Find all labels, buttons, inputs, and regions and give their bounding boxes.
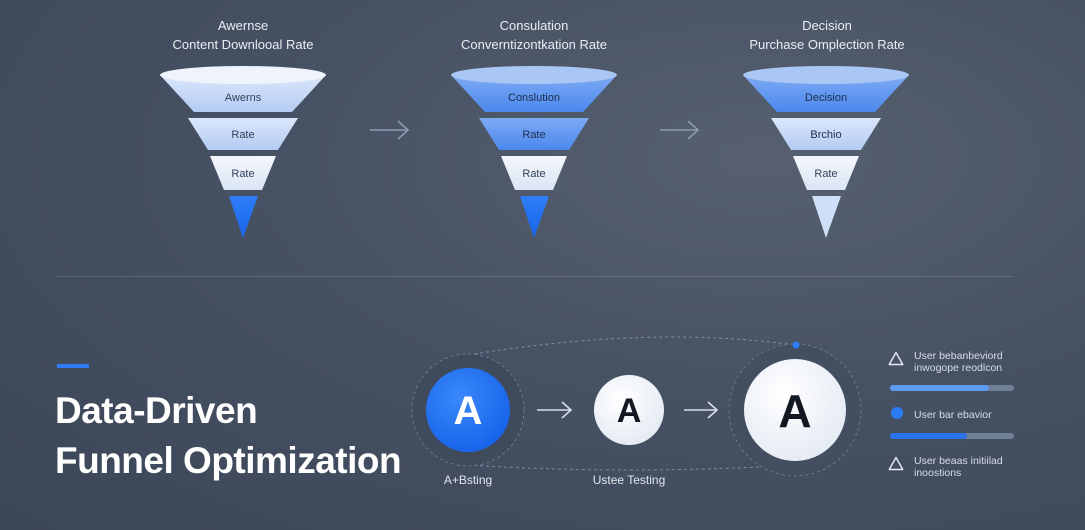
circle-3-letter: A xyxy=(778,385,811,437)
circle-1 xyxy=(426,368,510,452)
funnel-1-layer-1 xyxy=(160,75,326,112)
headline: Data-Driven Funnel Optimization xyxy=(55,386,402,486)
legend-item-1-line-2: inwogope reodlcon xyxy=(914,362,1003,374)
funnel-2-title: Consulation xyxy=(499,18,569,33)
funnel-1-title: Awernse xyxy=(217,18,269,33)
legend-item-2-progress xyxy=(890,433,1014,439)
funnel-diagram: Awerns Rate Rate Conslution Rate Rate De… xyxy=(160,66,909,238)
circle-2 xyxy=(594,375,664,445)
arrow-right-icon xyxy=(370,120,410,140)
funnel-2-layer-1-label: Conslution xyxy=(508,92,560,104)
warning-triangle-icon xyxy=(888,351,904,366)
funnel-1-tip xyxy=(229,196,258,238)
funnel-1-layer-2 xyxy=(188,118,298,150)
legend-item-2-progress-fill xyxy=(890,433,967,439)
circle-1-letter: A xyxy=(454,389,483,433)
funnel-2: Conslution Rate Rate xyxy=(451,66,617,238)
arrow-right-icon xyxy=(537,401,573,419)
legend-item-2-line-1: User bar ebavior xyxy=(914,409,992,421)
funnel-3-subtitle: Purchase Omplection Rate xyxy=(749,37,905,52)
funnel-2-tip xyxy=(520,196,549,238)
funnel-3-layer-1-label: Decision xyxy=(805,92,847,104)
funnel-3: Decision Brchio Rate xyxy=(743,66,909,238)
funnel-3-layer-3-label: Rate xyxy=(814,168,837,180)
funnel-1-layer-3-label: Rate xyxy=(231,168,254,180)
funnel-2-layer-2-label: Rate xyxy=(522,129,545,141)
headline-accent-bar xyxy=(57,364,89,368)
section-divider xyxy=(55,276,1013,277)
flow-connector-dashed xyxy=(467,336,796,356)
funnel-1-layer-1-label: Awerns xyxy=(225,92,262,104)
arrow-right-icon xyxy=(684,401,719,419)
circle-2-letter: A xyxy=(617,392,642,430)
arrow-right-icon xyxy=(660,120,700,140)
funnel-2-title-block: Consulation Converntizontkation Rate xyxy=(404,16,664,54)
legend-item-3-line-2: inoostions xyxy=(914,467,962,479)
legend-item-2-text: User bar ebavior xyxy=(914,409,992,421)
funnel-2-layer-3-label: Rate xyxy=(522,168,545,180)
funnel-2-layer-2 xyxy=(479,118,589,150)
headline-line-2: Funnel Optimization xyxy=(55,440,402,481)
funnel-3-title: Decision xyxy=(802,18,852,33)
legend-item-1-progress-fill xyxy=(890,385,990,391)
funnel-1-title-block: Awernse Content Downlooal Rate xyxy=(113,16,373,54)
funnel-2-layer-1 xyxy=(451,75,617,112)
funnel-1-subtitle: Content Downlooal Rate xyxy=(172,37,314,52)
circle-1-caption: A+Bsting xyxy=(443,473,493,487)
warning-triangle-icon xyxy=(888,456,904,471)
funnel-1-layer-2-label: Rate xyxy=(231,129,254,141)
flow-connector-dashed-bottom xyxy=(467,464,796,471)
headline-line-1: Data-Driven xyxy=(55,390,258,431)
funnel-2-subtitle: Converntizontkation Rate xyxy=(461,37,607,52)
legend-item-3-text: User beaas initiilad inoostions xyxy=(914,455,1003,479)
funnel-1-rim xyxy=(160,66,326,84)
funnel-3-title-block: Decision Purchase Omplection Rate xyxy=(697,16,957,54)
orbit-dot xyxy=(792,341,800,349)
legend-item-1-line-1: User bebanbeviord xyxy=(914,350,1003,362)
funnel-3-layer-2-label: Brchio xyxy=(810,129,841,141)
legend-item-1-progress xyxy=(890,385,1014,391)
dot-icon xyxy=(891,407,903,419)
funnel-3-layer-3 xyxy=(793,156,859,190)
circle-3 xyxy=(744,359,846,461)
funnel-3-tip xyxy=(812,196,841,238)
funnel-3-layer-2 xyxy=(771,118,881,150)
circle-2-caption: Ustee Testing xyxy=(592,473,666,487)
funnel-2-rim xyxy=(451,66,617,84)
funnel-1-layer-3 xyxy=(210,156,276,190)
legend-item-1-text: User bebanbeviord inwogope reodlcon xyxy=(914,350,1003,374)
funnel-3-rim xyxy=(743,66,909,84)
funnel-2-layer-3 xyxy=(501,156,567,190)
legend-item-3-line-1: User beaas initiilad xyxy=(914,455,1003,467)
testing-flow-diagram: A A A xyxy=(411,336,862,477)
funnel-3-layer-1 xyxy=(743,75,909,112)
funnel-1: Awerns Rate Rate xyxy=(160,66,326,238)
